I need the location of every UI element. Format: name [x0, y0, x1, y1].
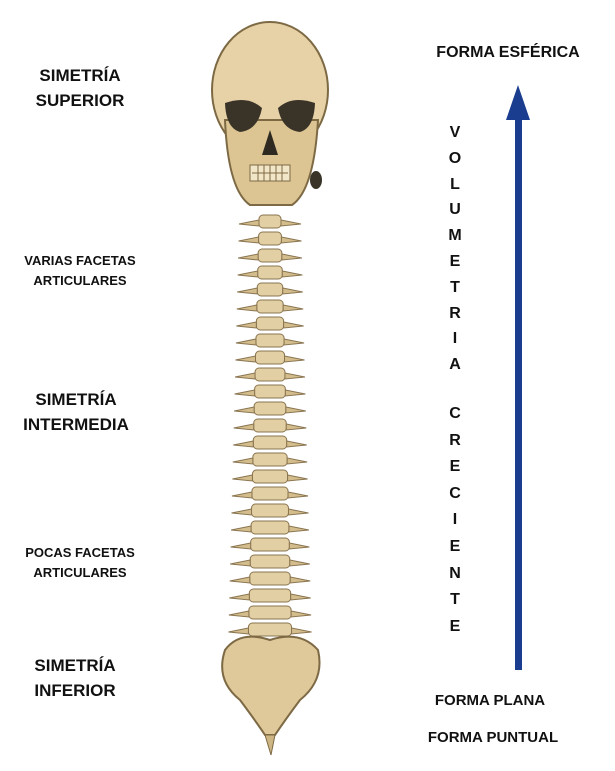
vertical-letter: V: [449, 124, 461, 141]
vertebra-process: [238, 236, 302, 244]
vertebra: [257, 265, 283, 280]
vertebra-process: [237, 270, 303, 278]
vertebra-process: [238, 253, 302, 261]
vertical-letter: L: [450, 175, 460, 193]
vertebra-process: [235, 355, 305, 363]
vertebra: [250, 520, 290, 535]
vertebra-process: [235, 338, 305, 346]
vertebra-process: [230, 559, 310, 567]
label-line: VARIAS FACETAS: [24, 253, 136, 268]
vertebra: [249, 554, 291, 569]
vertebra: [248, 588, 292, 603]
vertical-letter: O: [448, 149, 462, 167]
vertebra: [247, 622, 293, 637]
vertebra-process: [233, 440, 307, 448]
vertebra-process: [236, 321, 304, 329]
skull: [211, 21, 329, 206]
vertebra-process: [228, 627, 312, 635]
vertebra-process: [232, 474, 308, 482]
vertebra: [255, 333, 285, 348]
vertical-letter: I: [452, 511, 458, 529]
vertebra: [253, 401, 287, 416]
label-line: SUPERIOR: [35, 91, 125, 110]
vertical-letter: E: [449, 617, 461, 635]
vertebra: [256, 282, 284, 297]
vertebra: [254, 350, 286, 365]
vertebra-process: [234, 389, 306, 397]
vertical-letter: E: [449, 252, 461, 270]
vertebra: [251, 503, 289, 518]
vertebra-process: [229, 593, 311, 601]
label-forma-puntual: FORMA PUNTUAL: [427, 729, 559, 746]
vertical-letter: I: [452, 330, 458, 348]
label-simetria-inferior: SIMETRÍA INFERIOR: [34, 653, 115, 703]
label-varias-facetas: VARIAS FACETAS ARTICULARES: [24, 251, 135, 291]
vertebra: [257, 248, 283, 263]
vertebra: [258, 231, 282, 246]
vertebra-process: [231, 508, 309, 516]
vertebra: [252, 435, 288, 450]
label-line: ARTICULARES: [33, 565, 127, 580]
vertical-letter: M: [448, 227, 462, 245]
vertical-letter: T: [450, 278, 460, 296]
vertebra-process: [236, 304, 304, 312]
vertebra-process: [237, 287, 303, 295]
vertebra: [253, 418, 287, 433]
label-simetria-superior: SIMETRÍA SUPERIOR: [36, 63, 125, 113]
label-line: INFERIOR: [34, 681, 116, 700]
vertical-letter: C: [449, 484, 461, 502]
vertical-letter: R: [449, 304, 461, 322]
vertebra: [258, 214, 282, 229]
label-forma-plana: FORMA PLANA: [434, 692, 546, 709]
vertebra: [252, 452, 288, 467]
vertebra-process: [228, 610, 312, 618]
vertebra: [251, 469, 289, 484]
vertebra-process: [232, 457, 308, 465]
vertical-letter: R: [449, 431, 461, 449]
vertebra: [255, 316, 285, 331]
vertebra-process: [234, 372, 306, 380]
vertical-letter: T: [450, 591, 460, 609]
vertebra-process: [231, 491, 309, 499]
vertebra-process: [238, 219, 302, 227]
vertebra: [256, 299, 284, 314]
label-line: SIMETRÍA: [34, 656, 116, 675]
label-line: SIMETRÍA: [35, 390, 117, 409]
vertical-letter: A: [449, 356, 461, 374]
vertebra: [254, 367, 286, 382]
vertebra: [249, 571, 291, 586]
vertical-letter: E: [449, 458, 461, 476]
volume-arrow: [506, 85, 530, 670]
vertebra: [248, 605, 292, 620]
label-line: ARTICULARES: [33, 273, 127, 288]
vertebra: [250, 537, 290, 552]
vertebra-process: [234, 406, 306, 414]
label-pocas-facetas: POCAS FACETAS ARTICULARES: [25, 543, 135, 583]
vertical-letter: N: [449, 564, 461, 582]
vertical-letter: U: [449, 201, 461, 219]
label-simetria-intermedia: SIMETRÍA INTERMEDIA: [23, 387, 129, 437]
vertebra-process: [230, 542, 310, 550]
label-line: INTERMEDIA: [23, 415, 129, 434]
vertebra: [254, 384, 286, 399]
sacrum: [221, 635, 321, 756]
label-line: POCAS FACETAS: [25, 545, 135, 560]
spinal-column: [228, 214, 312, 637]
label-line: SIMETRÍA: [39, 66, 121, 85]
vertebra-process: [229, 576, 311, 584]
vertebra-process: [233, 423, 307, 431]
vertebra-process: [230, 525, 310, 533]
vertebra: [251, 486, 289, 501]
label-forma-esferica: FORMA ESFÉRICA: [436, 44, 580, 61]
vertical-letter: C: [449, 405, 461, 422]
vertical-letter: E: [449, 537, 461, 555]
